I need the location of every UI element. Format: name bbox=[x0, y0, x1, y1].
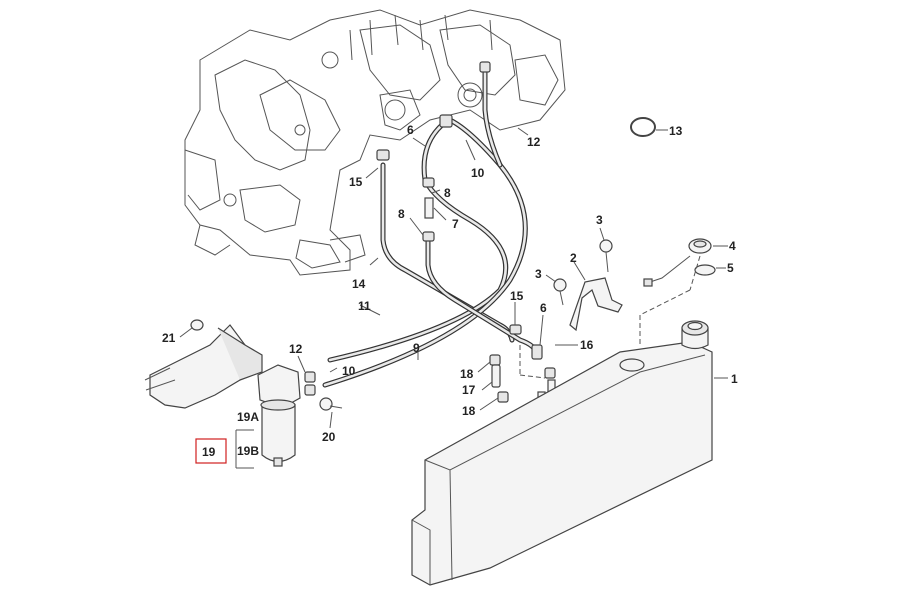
callout-8-lower[interactable]: 8 bbox=[398, 207, 405, 221]
callout-6-upper[interactable]: 6 bbox=[407, 123, 414, 137]
callout-14[interactable]: 14 bbox=[352, 277, 366, 291]
callout-19-highlight-box bbox=[195, 438, 227, 464]
callout-labels: 1 2 3 3 4 5 6 6 7 8 8 9 10 10 11 12 12 1… bbox=[162, 123, 738, 459]
callout-18-lower[interactable]: 18 bbox=[462, 404, 476, 418]
fittings bbox=[304, 61, 556, 407]
callout-8-upper[interactable]: 8 bbox=[444, 186, 451, 200]
leader-lines bbox=[179, 127, 728, 429]
callout-20[interactable]: 20 bbox=[322, 430, 336, 444]
callout-10-lower[interactable]: 10 bbox=[342, 364, 356, 378]
callout-5[interactable]: 5 bbox=[727, 261, 734, 275]
callout-18-upper[interactable]: 18 bbox=[460, 367, 474, 381]
callout-1[interactable]: 1 bbox=[731, 372, 738, 386]
callout-2[interactable]: 2 bbox=[570, 251, 577, 265]
callout-3-lower[interactable]: 3 bbox=[535, 267, 542, 281]
callout-7[interactable]: 7 bbox=[452, 217, 459, 231]
callout-15-lower[interactable]: 15 bbox=[510, 289, 524, 303]
callout-21[interactable]: 21 bbox=[162, 331, 176, 345]
callout-10-upper[interactable]: 10 bbox=[471, 166, 485, 180]
callout-11[interactable]: 11 bbox=[358, 299, 371, 313]
hose-clip bbox=[630, 117, 656, 137]
callout-12-lower[interactable]: 12 bbox=[289, 342, 303, 356]
callout-19[interactable]: 19 bbox=[202, 445, 216, 459]
callout-16[interactable]: 16 bbox=[580, 338, 594, 352]
callout-4[interactable]: 4 bbox=[729, 239, 736, 253]
callout-9[interactable]: 9 bbox=[413, 341, 420, 355]
engine-block bbox=[184, 9, 566, 276]
callout-6-lower[interactable]: 6 bbox=[540, 301, 547, 315]
callout-3-upper[interactable]: 3 bbox=[596, 213, 603, 227]
callout-12-upper[interactable]: 12 bbox=[527, 135, 541, 149]
tank-bracket-assembly bbox=[553, 239, 623, 332]
fuel-hoses bbox=[322, 67, 541, 388]
callout-19b[interactable]: 19B bbox=[237, 444, 259, 458]
callout-17[interactable]: 17 bbox=[462, 383, 476, 397]
callout-13[interactable]: 13 bbox=[669, 124, 683, 138]
callout-19a[interactable]: 19A bbox=[237, 410, 259, 424]
fuel-tank bbox=[411, 320, 713, 586]
fuel-filter-assembly bbox=[144, 319, 343, 469]
fuel-sender bbox=[639, 238, 716, 345]
callout-15-upper[interactable]: 15 bbox=[349, 175, 363, 189]
